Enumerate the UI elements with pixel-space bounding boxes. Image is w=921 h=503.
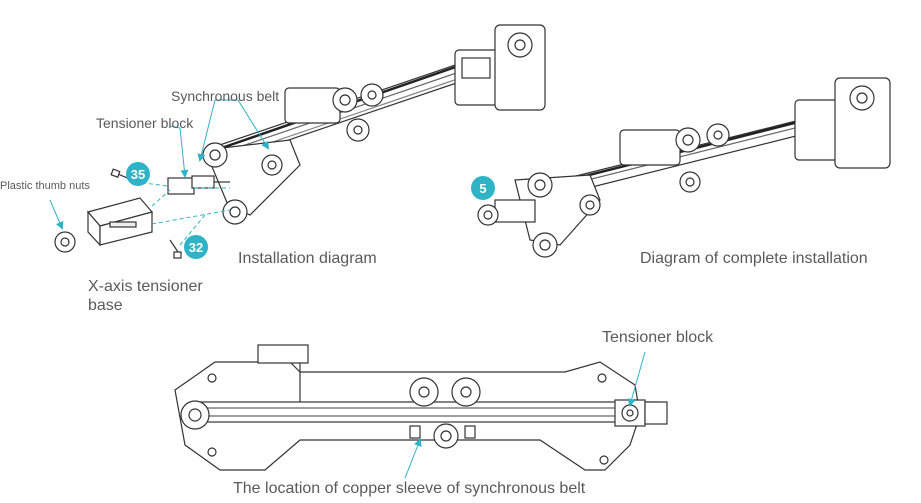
badge-screw-32: 32 <box>184 235 208 259</box>
badge-step-5: 5 <box>471 176 495 200</box>
label-plastic-thumb-nuts: Plastic thumb nuts <box>0 180 90 192</box>
leader-thumb-nut <box>49 199 64 230</box>
leader-copper-sleeve <box>404 438 422 479</box>
installation-diagram-drawing <box>54 24 546 259</box>
label-x-axis-tensioner-base-line1: X-axis tensioner <box>88 278 203 295</box>
leader-synchronous-belt <box>197 99 238 162</box>
label-tensioner-block-top: Tensioner block <box>96 115 194 131</box>
leader-tensioner-block <box>169 125 189 178</box>
extruder-motor-drawing <box>454 24 546 111</box>
label-complete-installation: Diagram of complete installation <box>640 250 868 267</box>
label-installation-diagram: Installation diagram <box>238 250 377 267</box>
tensioner-base-drawing <box>86 197 154 247</box>
badge-screw-35: 35 <box>126 162 150 186</box>
leader-synchronous-belt-2 <box>237 99 270 150</box>
complete-installation-drawing <box>477 77 891 258</box>
label-tensioner-block-bottom: Tensioner block <box>602 329 714 346</box>
label-copper-sleeve-location: The location of copper sleeve of synchro… <box>233 480 586 497</box>
label-synchronous-belt: Synchronous belt <box>171 88 280 104</box>
label-x-axis-tensioner-base-line2: base <box>88 297 123 314</box>
leader-tensioner-block-bottom <box>627 351 646 407</box>
front-view-drawing <box>174 344 668 471</box>
tensioner-block-drawing <box>167 175 230 195</box>
x-axis-end-plate-drawing <box>202 139 301 225</box>
x-carriage-drawing <box>284 83 384 142</box>
thumb-nut-drawing <box>54 231 76 253</box>
